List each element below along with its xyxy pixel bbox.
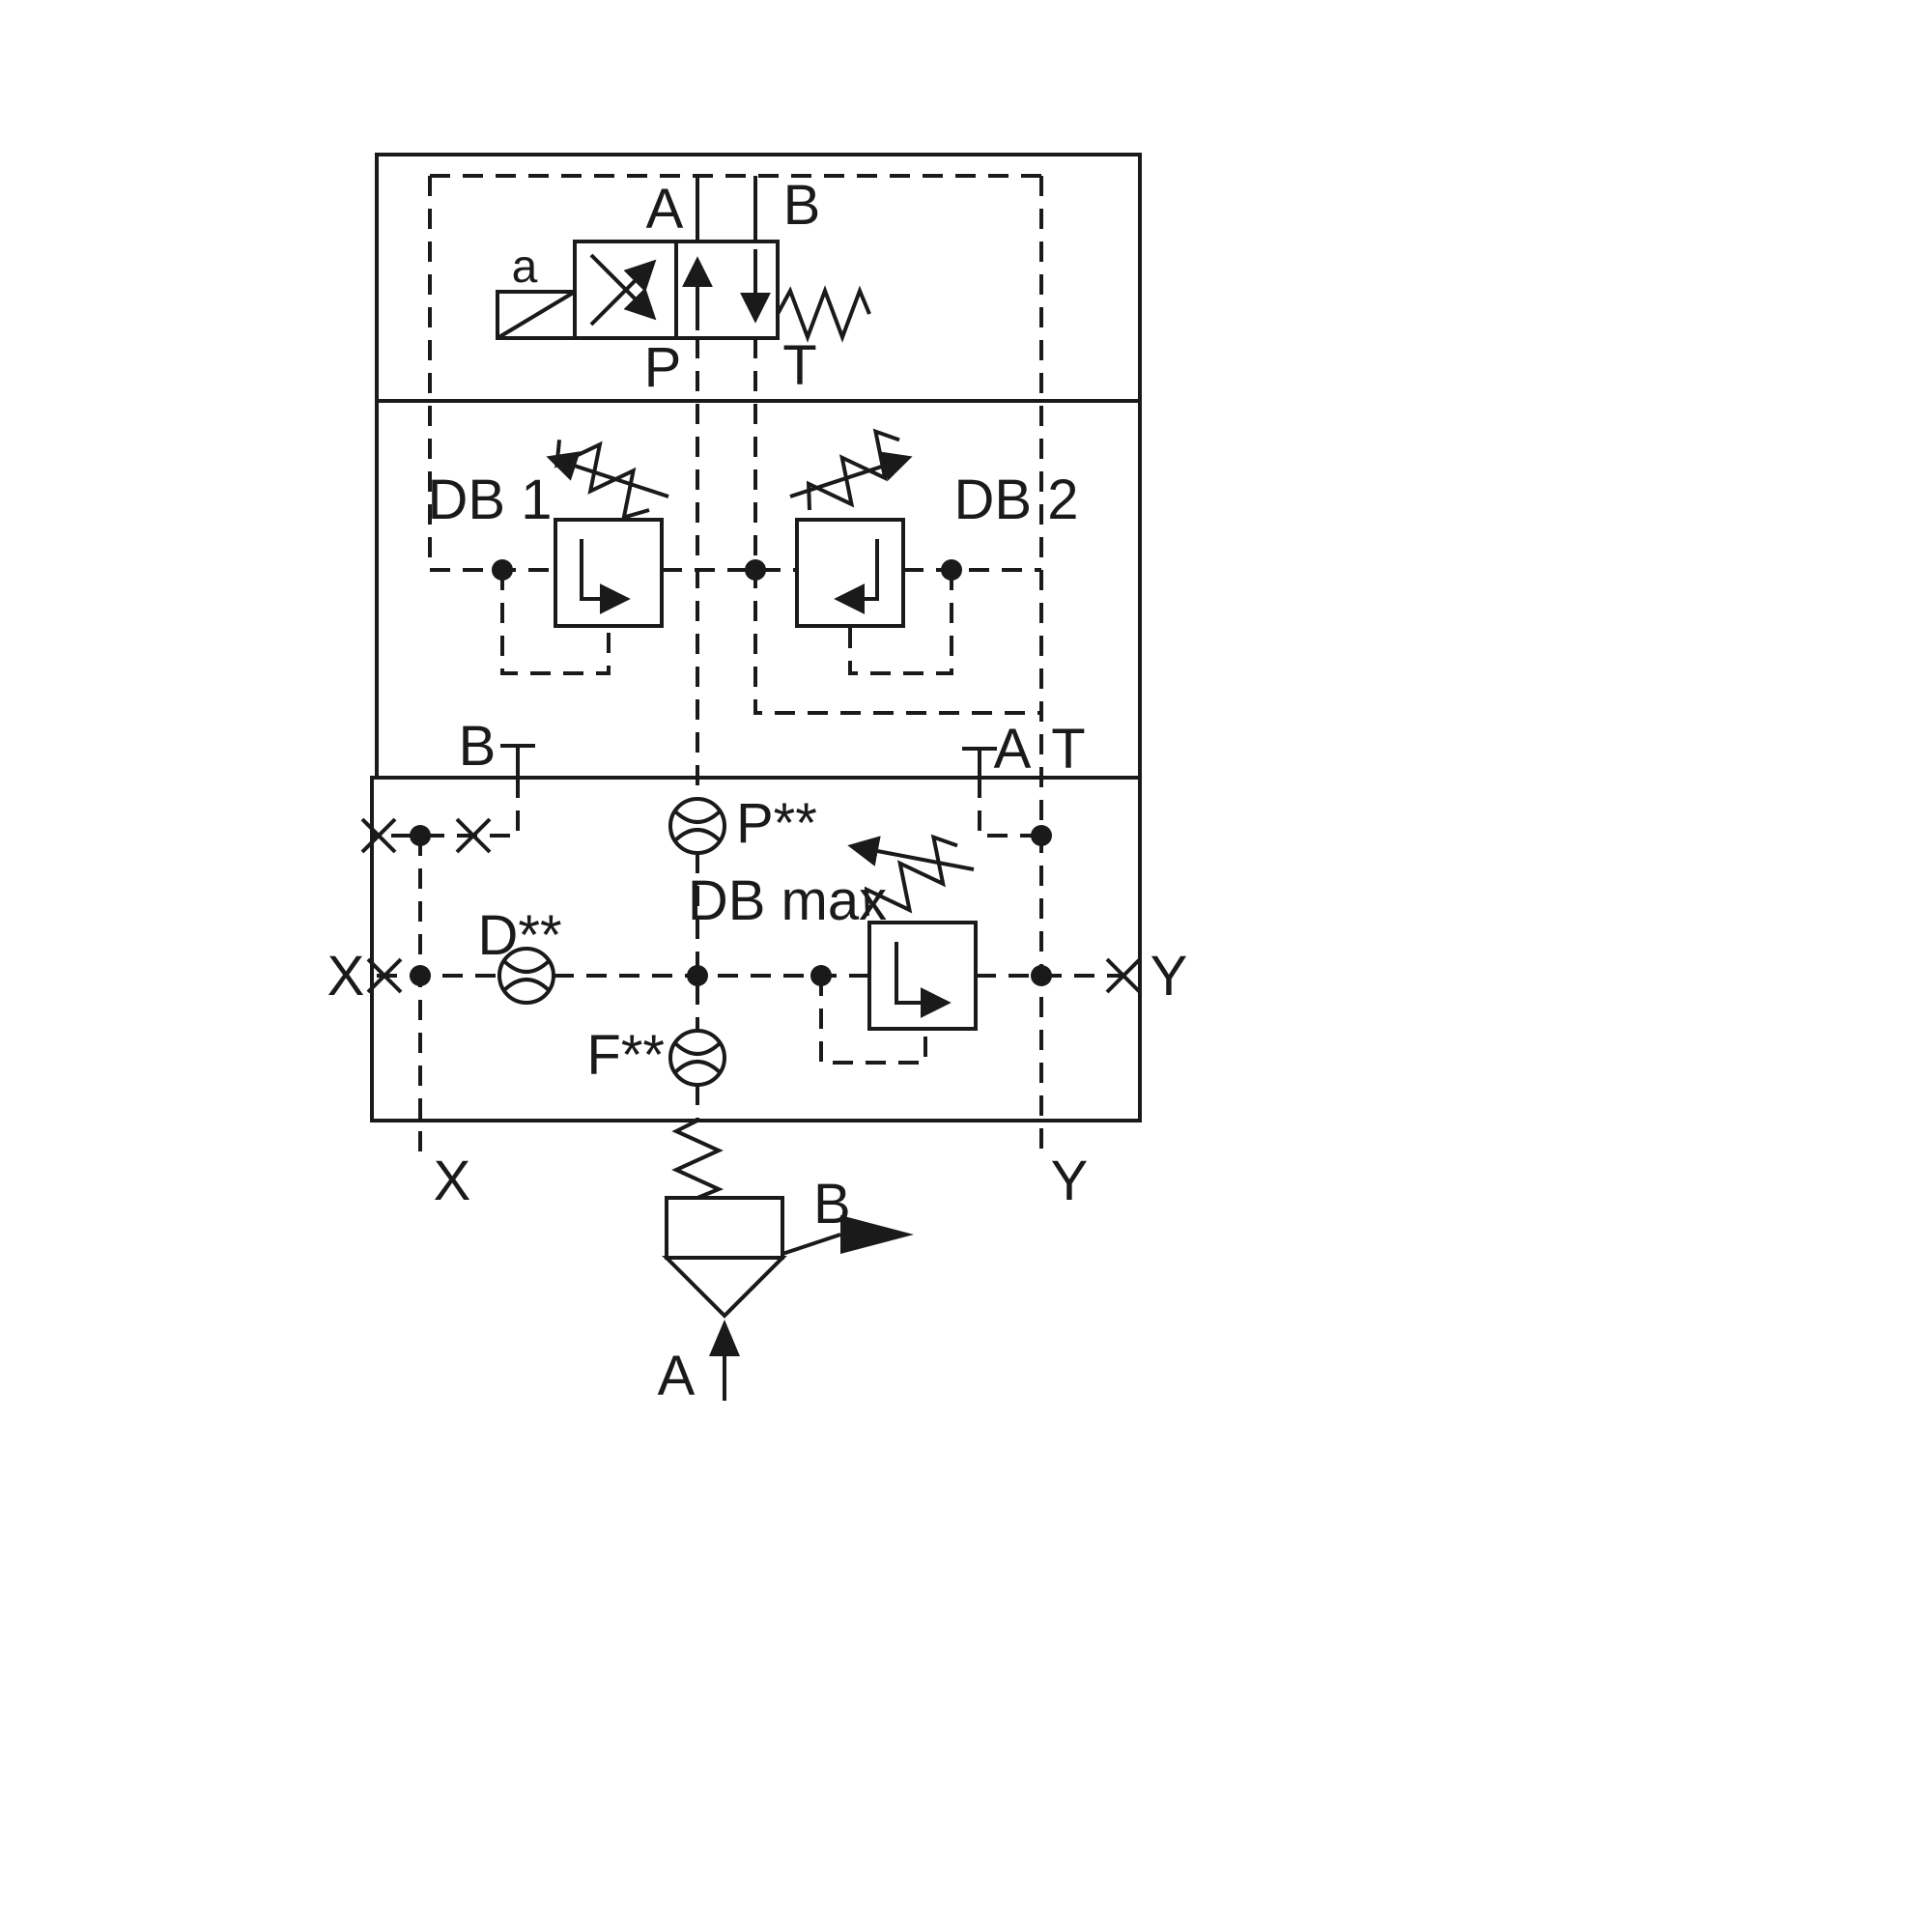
valve-return-spring — [776, 285, 871, 343]
cartridge-poppet-triangle — [662, 1256, 787, 1319]
plug-cross — [1105, 957, 1142, 994]
db2-adjust-arrow — [789, 451, 913, 498]
port-b-flow-arrowhead — [840, 1215, 914, 1254]
orifice-d-label: D** — [477, 904, 561, 967]
block-port-a-label: A — [994, 718, 1032, 781]
plug-cross — [366, 957, 403, 994]
plug-cross — [455, 817, 492, 854]
db2-label: DB 2 — [954, 469, 1079, 531]
relief-valve-db2-symbol — [789, 428, 913, 628]
orifice-f-circle — [668, 1029, 726, 1087]
solenoid-diagonal — [496, 290, 577, 340]
dbmax-flow-arrow — [895, 942, 952, 1018]
port-b-marker — [500, 744, 535, 778]
db1-drain-line — [500, 570, 611, 675]
block-port-t-label: T — [1051, 718, 1085, 781]
port-y-bottom-label: Y — [1051, 1150, 1089, 1212]
block-port-b-label: B — [459, 715, 497, 778]
junction-dot — [1031, 825, 1052, 846]
port-a-flow-arrowhead — [709, 1320, 740, 1356]
crossed-flow-arrow-1 — [589, 259, 657, 327]
orifice-d-arc-top — [501, 958, 552, 974]
pilot-directional-valve-symbol — [496, 176, 871, 343]
junction-dot — [810, 965, 832, 986]
main-cartridge-valve-symbol — [662, 1119, 914, 1401]
dbmax-drain-line — [819, 976, 927, 1065]
junction-dot — [745, 559, 766, 581]
orifice-f-arc-bottom — [672, 1060, 723, 1075]
enclosure-outline — [370, 153, 1142, 1122]
relief-valve-dbmax-symbol — [847, 834, 978, 1031]
orifice-d-symbol — [497, 947, 555, 1005]
orifice-p-circle — [668, 797, 726, 855]
junction-dot — [941, 559, 962, 581]
plug-cross — [360, 817, 397, 854]
pilot-port-p-label: P — [644, 336, 682, 399]
crossed-flow-arrow-2 — [589, 253, 657, 321]
db2-body — [795, 518, 905, 628]
junction-dot — [687, 965, 708, 986]
pilot-port-b-label: B — [783, 174, 821, 237]
orifice-p-label: P** — [736, 792, 817, 855]
plugged-port-symbols — [360, 817, 1142, 994]
cartridge-port-a-label: A — [658, 1345, 696, 1407]
junction-dot — [1031, 965, 1052, 986]
cartridge-spring — [671, 1119, 724, 1200]
port-a-internal-line — [978, 778, 1041, 838]
cartridge-body — [665, 1196, 784, 1260]
relief-valve-db1-symbol — [546, 440, 669, 628]
db2-drain-line — [848, 570, 953, 675]
db1-body — [554, 518, 664, 628]
port-b-flow-line — [781, 1233, 841, 1256]
pilot-port-t-label: T — [782, 334, 816, 397]
dbmax-spring — [864, 834, 958, 917]
junction-dots — [410, 559, 1052, 986]
db2-spring — [806, 428, 900, 511]
junction-dot — [410, 965, 431, 986]
db1-adjust-arrow — [546, 451, 669, 498]
db1-label: DB 1 — [428, 469, 553, 531]
dbmax-body — [867, 921, 978, 1031]
port-x-side-label: X — [327, 945, 365, 1008]
upper-housing-outline — [375, 153, 1142, 778]
dbmax-adjust-arrow — [847, 836, 975, 871]
pilot-line-t — [753, 338, 1041, 715]
cartridge-port-b-label: B — [813, 1173, 851, 1236]
port-markers — [500, 744, 997, 778]
junction-dot — [492, 559, 513, 581]
diagram-labels: a A B P T DB 1 DB 2 B A T P** D** F** DB… — [327, 174, 1188, 1407]
valve-position-parallel — [674, 240, 780, 340]
orifice-p-arc-bottom — [672, 828, 723, 843]
port-b-internal-line — [372, 778, 520, 838]
orifice-f-label: F** — [586, 1024, 665, 1087]
solenoid-symbol — [496, 290, 577, 340]
pilot-line-network — [372, 174, 1121, 1157]
junction-dot — [410, 825, 431, 846]
pilot-port-a-label: A — [646, 178, 684, 241]
dbmax-label: DB max — [688, 869, 887, 932]
db2-flow-arrow — [834, 539, 879, 614]
orifice-d-circle — [497, 947, 555, 1005]
orifice-f-arc-top — [672, 1040, 723, 1056]
orifice-f-symbol — [668, 1029, 726, 1087]
port-y-side-label: Y — [1151, 945, 1188, 1008]
orifice-d-arc-bottom — [501, 978, 552, 993]
solenoid-label: a — [512, 242, 538, 293]
db1-flow-arrow — [580, 539, 631, 614]
main-block-outline — [370, 776, 1142, 1122]
orifice-p-arc-top — [672, 809, 723, 824]
port-x-bottom-label: X — [434, 1150, 471, 1212]
orifice-p-symbol — [668, 797, 726, 855]
port-a-marker — [962, 747, 997, 778]
